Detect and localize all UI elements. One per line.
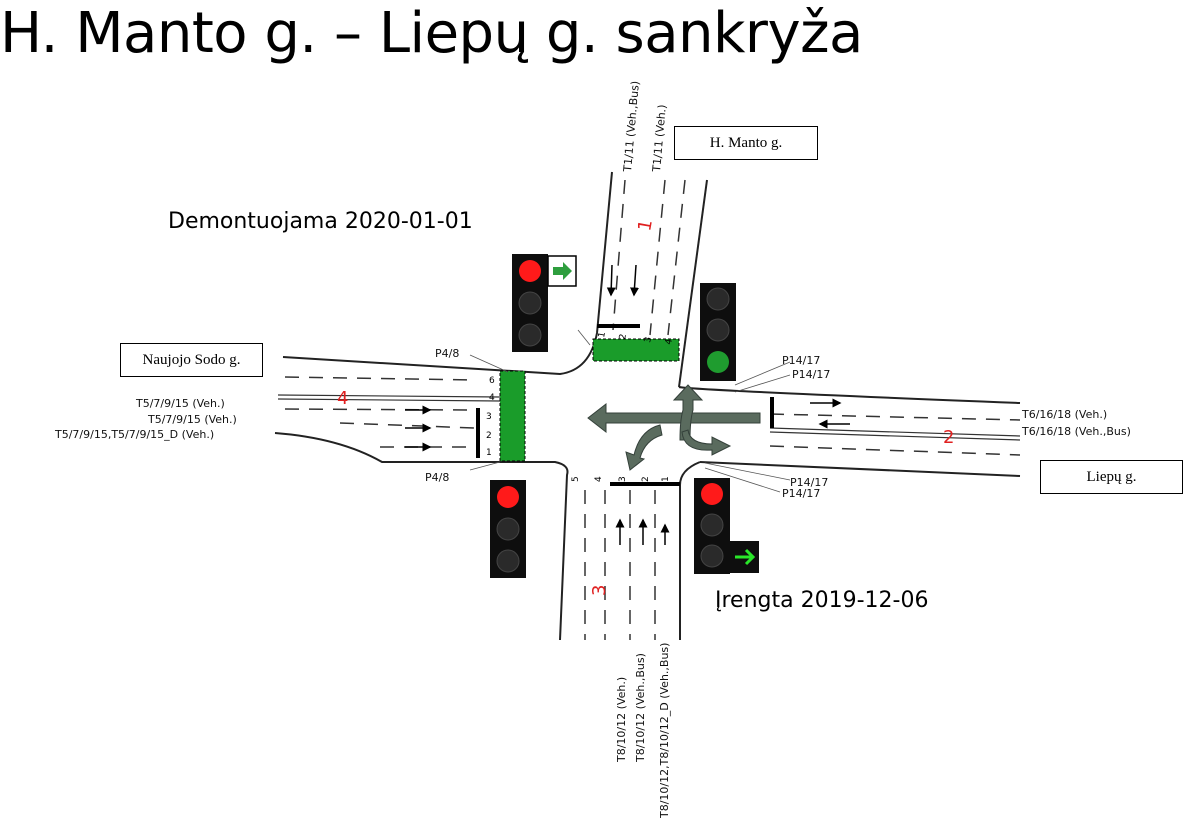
ped-label-ne-2: P14/17 [792, 368, 830, 381]
removed-note: Demontuojama 2020-01-01 [168, 209, 473, 234]
ped-leaders [469, 329, 791, 493]
street-label-north: H. Manto g. [674, 126, 818, 160]
page-title: H. Manto g. – Liepų g. sankryža [0, 1, 863, 66]
east-road-north-edge [678, 386, 1021, 404]
flow-arrow-east [681, 429, 732, 456]
ped-label-sw: P4/8 [425, 471, 449, 484]
lane-number-north-4: 4 [664, 338, 675, 346]
flow-arrow-sw [625, 424, 663, 471]
lamp-red [497, 486, 519, 508]
ped-labels: P4/8 P4/8 P14/17 P14/17 P14/17 P14/17 [425, 347, 830, 500]
detector-north-1: T1/11 (Veh.,Bus) [621, 80, 642, 173]
lane-number-west-6: 6 [489, 376, 495, 386]
flow-arrow-west [587, 402, 761, 434]
traffic-light-installed [694, 478, 759, 574]
lane-number-south-2: 2 [641, 476, 651, 482]
lane-number-south-4: 4 [594, 476, 604, 482]
detector-east-2: T6/16/18 (Veh.,Bus) [1021, 425, 1131, 438]
right-arrow-icon [735, 548, 756, 566]
right-arrow-icon [553, 262, 572, 280]
north-road-west-edge [282, 171, 613, 376]
lamp-off [700, 544, 724, 568]
crosswalk-north [592, 338, 680, 362]
stop-lines [476, 324, 774, 486]
ped-label-se-1: P14/17 [790, 476, 828, 489]
detector-labels: T1/11 (Veh.,Bus) T1/11 (Veh.) T5/7/9/15 … [54, 80, 1131, 819]
detector-south-3: T8/10/12,T8/10/12_D (Veh.,Bus) [658, 643, 671, 819]
lamp-off [496, 549, 520, 573]
installed-note: Įrengta 2019-12-06 [715, 588, 929, 613]
lamp-off [496, 517, 520, 541]
traffic-light-ne [700, 283, 736, 381]
flow-arrows [587, 384, 761, 471]
lane-number-group: 1 2 3 4 6 4 3 2 1 5 4 3 2 1 [486, 331, 675, 482]
lane-number-west-1: 1 [486, 448, 492, 458]
crosswalk-west [499, 370, 526, 462]
lane-number-west-4: 4 [489, 393, 495, 403]
detector-north-2: T1/11 (Veh.) [650, 104, 669, 173]
lamp-off [518, 291, 542, 315]
lane-number-west-2: 2 [486, 431, 492, 441]
lane-number-south-5: 5 [571, 476, 581, 482]
street-label-east: Liepų g. [1040, 460, 1183, 494]
detector-west-3: T5/7/9/15,T5/7/9/15_D (Veh.) [54, 428, 214, 441]
lamp-off [706, 287, 730, 311]
traffic-light-removed [512, 254, 577, 352]
approach-number-east: 2 [943, 427, 954, 448]
lamp-off [700, 513, 724, 537]
lamp-red [519, 260, 541, 282]
ped-label-nw: P4/8 [435, 347, 459, 360]
lane-number-north-3: 3 [643, 336, 654, 343]
street-label-west: Naujojo Sodo g. [120, 343, 263, 377]
approach-number-south: 3 [589, 585, 610, 596]
detector-east-1: T6/16/18 (Veh.) [1021, 408, 1107, 421]
detector-south-1: T8/10/12 (Veh.) [615, 677, 628, 763]
detector-west-2: T5/7/9/15 (Veh.) [147, 413, 237, 426]
detector-west-1: T5/7/9/15 (Veh.) [135, 397, 225, 410]
lamp-off [518, 323, 542, 347]
approach-number-west: 4 [337, 388, 348, 409]
lamp-red [701, 483, 723, 505]
flow-arrow-north [672, 384, 704, 441]
median-lines [277, 394, 1021, 441]
traffic-light-sw [490, 480, 526, 578]
approach-numbers: 1 2 3 4 [337, 218, 954, 596]
east-road-south-edge [699, 461, 1021, 477]
lane-number-north-1: 1 [597, 331, 608, 338]
west-road-south-edge [274, 432, 569, 641]
lane-arrows [405, 264, 850, 545]
road-edges [274, 171, 1021, 641]
lane-number-west-3: 3 [486, 412, 492, 422]
ped-label-ne-1: P14/17 [782, 354, 820, 367]
detector-south-2: T8/10/12 (Veh.,Bus) [634, 653, 647, 763]
lane-number-south-1: 1 [661, 476, 671, 482]
lane-number-north-2: 2 [618, 333, 629, 340]
lane-number-south-3: 3 [618, 476, 628, 482]
lamp-green [707, 351, 729, 373]
approach-number-north: 1 [634, 218, 657, 233]
lane-markings [284, 179, 1021, 640]
north-road-east-edge [678, 179, 708, 388]
ped-label-se-2: P14/17 [782, 487, 820, 500]
lamp-off [706, 318, 730, 342]
